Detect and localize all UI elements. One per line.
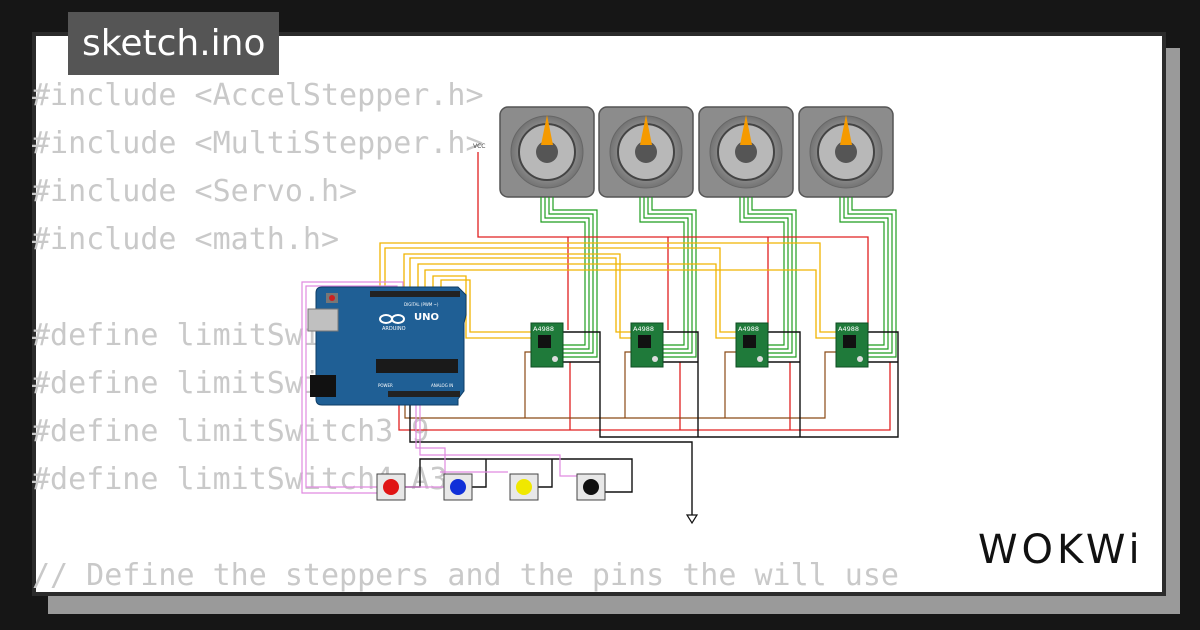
digital-header-label: DIGITAL (PWM ~): [404, 302, 439, 307]
ground-symbol: [685, 514, 699, 525]
code-line: #include <AccelStepper.h>: [32, 78, 484, 113]
push-button-red[interactable]: [376, 473, 406, 501]
board-model-label: UNO: [414, 312, 439, 323]
motor-wires: [540, 197, 897, 358]
power-header-label: POWER: [378, 383, 393, 388]
code-line: #include <math.h>: [32, 222, 340, 257]
vcc-wires: [398, 152, 891, 431]
push-button-black[interactable]: [576, 473, 606, 501]
sketch-title: sketch.ino: [68, 12, 280, 75]
analog-header-label: ANALOG IN: [431, 383, 453, 388]
push-button-yellow[interactable]: [509, 473, 539, 501]
usb-port-icon: [307, 308, 339, 332]
code-line: #include <Servo.h>: [32, 174, 358, 209]
code-line: #define limitSwitch4 A3: [32, 462, 448, 497]
stepper-motor-3[interactable]: [698, 106, 794, 198]
driver-label: A4988: [633, 325, 654, 333]
vcc-label: VCC: [473, 143, 485, 150]
a4988-driver-1[interactable]: A4988: [530, 322, 564, 368]
reset-button[interactable]: [329, 295, 335, 301]
driver-label: A4988: [838, 325, 859, 333]
microcontroller-chip: [376, 359, 458, 373]
ground-wires: [404, 331, 899, 515]
stepper-motor-1[interactable]: [499, 106, 595, 198]
signal-wires: [379, 242, 836, 339]
a4988-driver-2[interactable]: A4988: [630, 322, 664, 368]
a4988-driver-3[interactable]: A4988: [735, 322, 769, 368]
arduino-uno-board[interactable]: UNO ARDUINO DIGITAL (PWM ~) POWER ANALOG…: [307, 286, 467, 406]
push-button-blue[interactable]: [443, 473, 473, 501]
driver-label: A4988: [738, 325, 759, 333]
stepper-motor-4[interactable]: [798, 106, 894, 198]
arduino-logo-icon: [379, 314, 405, 324]
code-line: #define limitSwitch3 9: [32, 414, 430, 449]
wokwi-logo: WOKWi: [978, 527, 1144, 573]
board-maker-label: ARDUINO: [382, 326, 406, 332]
enable-wires: [404, 351, 836, 419]
code-line: // Define the steppers and the pins the …: [32, 558, 899, 593]
a4988-driver-4[interactable]: A4988: [835, 322, 869, 368]
power-jack-icon: [310, 375, 336, 397]
code-background: #include <AccelStepper.h> #include <Multi…: [32, 72, 899, 600]
stepper-motor-2[interactable]: [598, 106, 694, 198]
code-line: #include <MultiStepper.h>: [32, 126, 484, 161]
driver-label: A4988: [533, 325, 554, 333]
